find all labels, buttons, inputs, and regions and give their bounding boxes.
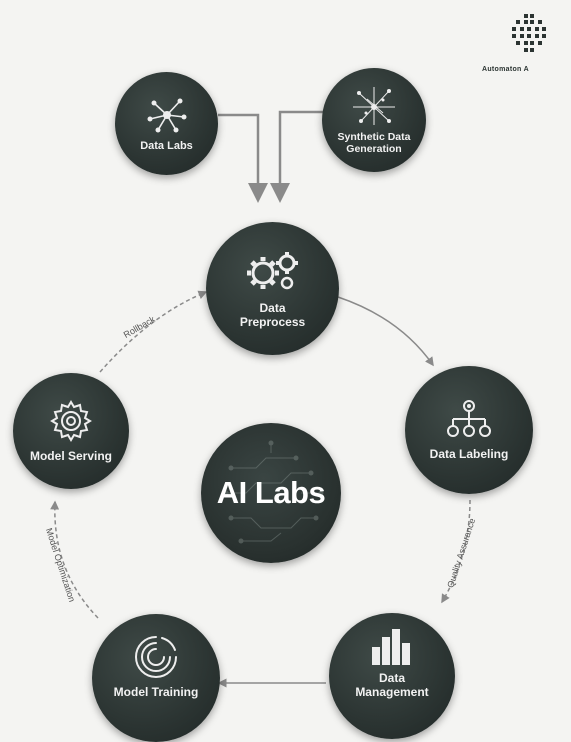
circuit-pattern-icon bbox=[223, 440, 324, 544]
edge-datalabs-preprocess bbox=[218, 113, 268, 203]
node-label: Data Management bbox=[355, 671, 429, 699]
node-data-preprocess[interactable]: Data Preprocess bbox=[206, 222, 339, 355]
automaton-logo-icon bbox=[512, 14, 546, 52]
node-model-serving[interactable]: Model Serving bbox=[13, 373, 129, 489]
node-label: Model Serving bbox=[29, 449, 112, 463]
gears-icon bbox=[246, 251, 298, 289]
node-synthetic-data-generation[interactable]: Synthetic Data Generation bbox=[322, 68, 426, 172]
node-label: Model Training bbox=[113, 685, 199, 699]
node-data-labeling[interactable]: Data Labeling bbox=[405, 366, 533, 494]
node-label: Data Preprocess bbox=[239, 300, 306, 329]
diagram-canvas: Rollback Quality Assurance Model Optimiz… bbox=[13, 14, 546, 742]
node-label: Synthetic Data Generation bbox=[337, 131, 411, 155]
concentric-rings-icon bbox=[135, 636, 177, 678]
connector-layer bbox=[50, 110, 471, 688]
node-data-labs[interactable]: Data Labs bbox=[115, 72, 218, 175]
bar-chart-icon bbox=[372, 629, 410, 665]
edge-serving-preprocess bbox=[99, 290, 208, 373]
node-label: Data Labs bbox=[140, 139, 193, 152]
edge-synthetic-preprocess bbox=[270, 110, 325, 203]
edge-training-serving bbox=[50, 500, 99, 619]
scatter-network-icon bbox=[353, 87, 395, 125]
node-model-training[interactable]: Model Training bbox=[92, 614, 220, 742]
node-ai-labs-center[interactable]: AI Labs bbox=[201, 423, 341, 563]
gear-settings-icon bbox=[50, 400, 92, 442]
tree-hierarchy-icon bbox=[447, 400, 491, 437]
brand-name: Automaton A bbox=[482, 66, 529, 73]
node-label: Data Labeling bbox=[429, 447, 509, 461]
network-hub-icon bbox=[147, 98, 186, 132]
edge-preprocess-labeling bbox=[337, 296, 434, 367]
center-title: AI Labs bbox=[216, 475, 326, 510]
node-data-management[interactable]: Data Management bbox=[329, 613, 455, 739]
